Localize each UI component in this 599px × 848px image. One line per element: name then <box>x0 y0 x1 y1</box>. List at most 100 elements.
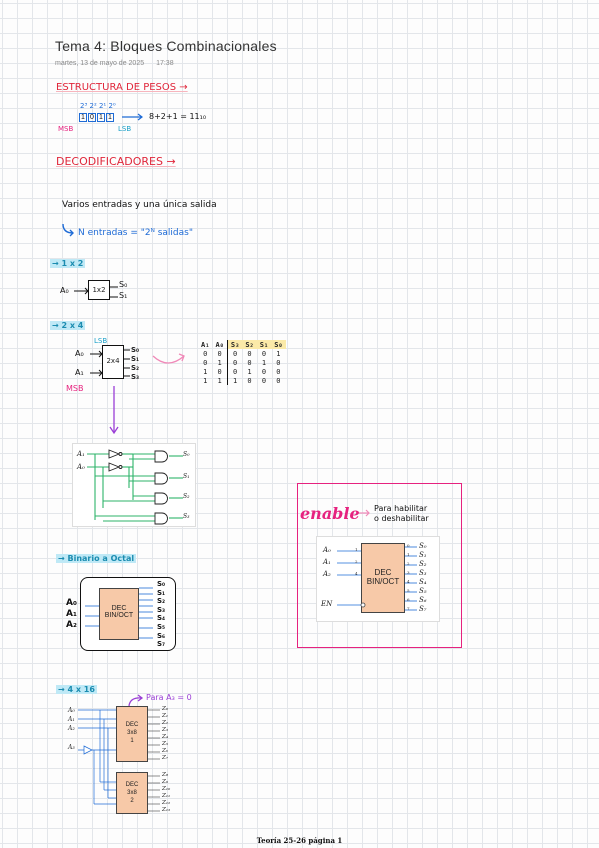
truth-table-cell: 0 <box>247 349 252 358</box>
enable-block-line1: DEC <box>374 568 392 577</box>
dec4x16-output: Z₅ <box>162 741 169 747</box>
truth-table-cell: 0 <box>261 349 267 358</box>
circuit-input-label: A₁ <box>77 450 85 458</box>
truth-table-cell: 0 <box>247 358 252 367</box>
truth-table-cell: 1 <box>261 358 267 367</box>
enable-note-line: o deshabilitar <box>374 514 429 523</box>
truth-table-row: 0 1 0 0 1 0 <box>198 358 286 367</box>
bit-box: 1 <box>79 113 87 122</box>
truth-table-2x4: A₁ A₀ S₃ S₂ S₁ S₀ 0 0 0 0 0 1 0 1 0 0 1 … <box>198 340 286 385</box>
arrow-down-icon <box>109 386 119 435</box>
truth-table-header: S₀ <box>271 340 286 349</box>
msb-label: MSB <box>58 125 74 133</box>
dec4x16-output: Z₁₀ <box>162 786 171 792</box>
truth-table-cell: 1 <box>226 376 243 385</box>
circuit-input-label: A₀ <box>77 463 85 471</box>
enable-output: S₃ <box>419 569 427 577</box>
bin-oct-block: DEC BIN/OCT <box>99 588 139 640</box>
truth-table-cell: 1 <box>217 358 222 367</box>
dec2x4-output: S₁ <box>131 355 140 363</box>
truth-table-header: S₁ <box>256 340 272 349</box>
bin-oct-output: S₇ <box>157 640 166 649</box>
dec4x16-output: Z₀ <box>162 706 169 712</box>
truth-table-cell: 0 <box>247 376 252 385</box>
enable-output: S₄ <box>419 578 427 586</box>
dec4x16-input: A₁ <box>68 716 75 723</box>
dec4x16-inputs: A₀ A₁ A₂ <box>68 706 75 733</box>
page-footer: Teoría 25-26 página 1 <box>256 836 343 845</box>
estructura-heading: ESTRUCTURA DE PESOS → <box>56 82 188 93</box>
truth-table-cell: 1 <box>203 376 208 385</box>
dec4x16-output: Z₄ <box>162 734 169 740</box>
powers-label: 2³ 2² 2¹ 2⁰ <box>80 102 116 110</box>
dec1x2-input-label: A₀ <box>60 286 69 295</box>
block1-line: DEC <box>125 722 139 728</box>
enable-input-label: A₀ <box>323 546 331 554</box>
dec2x4-output: S₂ <box>131 364 140 372</box>
dec2x4-wires <box>90 349 130 377</box>
bin-oct-block-line2: BIN/OCT <box>104 612 134 619</box>
description-line-1: Varios entradas y una única salida <box>62 200 217 210</box>
dec4x16-input-a3: A₃ <box>68 744 75 751</box>
bit-box: 0 <box>88 113 96 122</box>
pin-number: 2 <box>355 559 358 564</box>
dec1x2-output-0: S₀ <box>119 280 128 289</box>
bin-oct-output: S₆ <box>157 631 166 640</box>
block2-line: 3x8 <box>127 790 137 796</box>
pin-number: 5 <box>407 588 410 593</box>
time-text: 17:38 <box>156 60 174 67</box>
enable-outputs: S₀ S₁ S₂ S₃ S₄ S₅ S₆ S₇ <box>419 542 427 614</box>
truth-table-row: 0 0 0 0 0 1 <box>198 349 286 358</box>
truth-table-header: A₁ <box>201 340 210 349</box>
truth-table-header-row: A₁ A₀ S₃ S₂ S₁ S₀ <box>198 340 286 349</box>
pin-number: 4 <box>407 579 410 584</box>
pin-number: 1 <box>355 547 358 552</box>
dec4x16-outputs-1: Z₀ Z₁ Z₂ Z₃ Z₄ Z₅ Z₆ Z₇ <box>162 706 168 762</box>
truth-table-cell: 0 <box>261 376 267 385</box>
enable-block-line2: BIN/OCT <box>366 577 400 586</box>
truth-table-cell: 0 <box>203 349 208 358</box>
truth-table-cell: 0 <box>226 367 243 376</box>
bit-box: 1 <box>106 113 114 122</box>
pin-number: 4 <box>355 571 358 576</box>
dec1x2-block: 1x2 <box>88 280 110 300</box>
dec4x16-output: Z₇ <box>162 755 169 761</box>
dec2x4-outputs: S₀ S₁ S₂ S₃ <box>131 346 139 382</box>
truth-table-row: 1 0 0 1 0 0 <box>198 367 286 376</box>
dec4x16-block-2: DEC 3x8 2 <box>116 772 148 814</box>
bin-oct-output: S₃ <box>157 605 166 614</box>
section-tag-binario-octal: → Binario a Octal <box>56 554 137 563</box>
pin-number: 1 <box>407 552 410 557</box>
circuit-output-label: S₂ <box>183 493 190 500</box>
truth-table-cell: 0 <box>217 349 222 358</box>
dec2x4-lsb: LSB <box>94 337 108 345</box>
truth-table-cell: 1 <box>247 367 252 376</box>
section-tag-2x4: → 2 x 4 <box>50 321 86 330</box>
bin-oct-input: A₁ <box>66 609 77 619</box>
enable-en-label: EN <box>321 600 333 608</box>
gate-circuit-diagram: A₁ A₀ <box>72 443 196 527</box>
arrow-right-icon <box>122 113 143 121</box>
lsb-label: LSB <box>118 125 132 133</box>
arrow-right-icon <box>359 509 370 517</box>
dec2x4-output: S₃ <box>131 373 140 381</box>
dec2x4-input-0: A₀ <box>75 349 84 358</box>
enable-output: S₂ <box>419 560 427 568</box>
enable-output: S₇ <box>419 605 427 613</box>
truth-table-header: S₃ <box>226 340 243 349</box>
equation-text: 8+2+1 = 11₁₀ <box>149 112 207 121</box>
dec4x16-output: Z₂ <box>162 720 169 726</box>
pin-number: 2 <box>407 561 410 566</box>
dec4x16-output: Z₁₂ <box>162 800 171 806</box>
truth-table-cell: 1 <box>217 376 222 385</box>
truth-table-cell: 0 <box>203 358 208 367</box>
dec1x2-output-1: S₁ <box>119 291 128 300</box>
pink-curved-arrow-icon <box>152 353 185 364</box>
pin-number: 6 <box>407 597 410 602</box>
section-tag-4x16: → 4 x 16 <box>56 685 97 694</box>
dec4x16-output: Z₆ <box>162 748 169 754</box>
enable-dec-block: DEC BIN/OCT <box>361 543 405 613</box>
out-pin-numbers: 0 1 2 3 4 5 6 7 <box>407 541 410 613</box>
bin-oct-input: A₂ <box>66 620 77 630</box>
